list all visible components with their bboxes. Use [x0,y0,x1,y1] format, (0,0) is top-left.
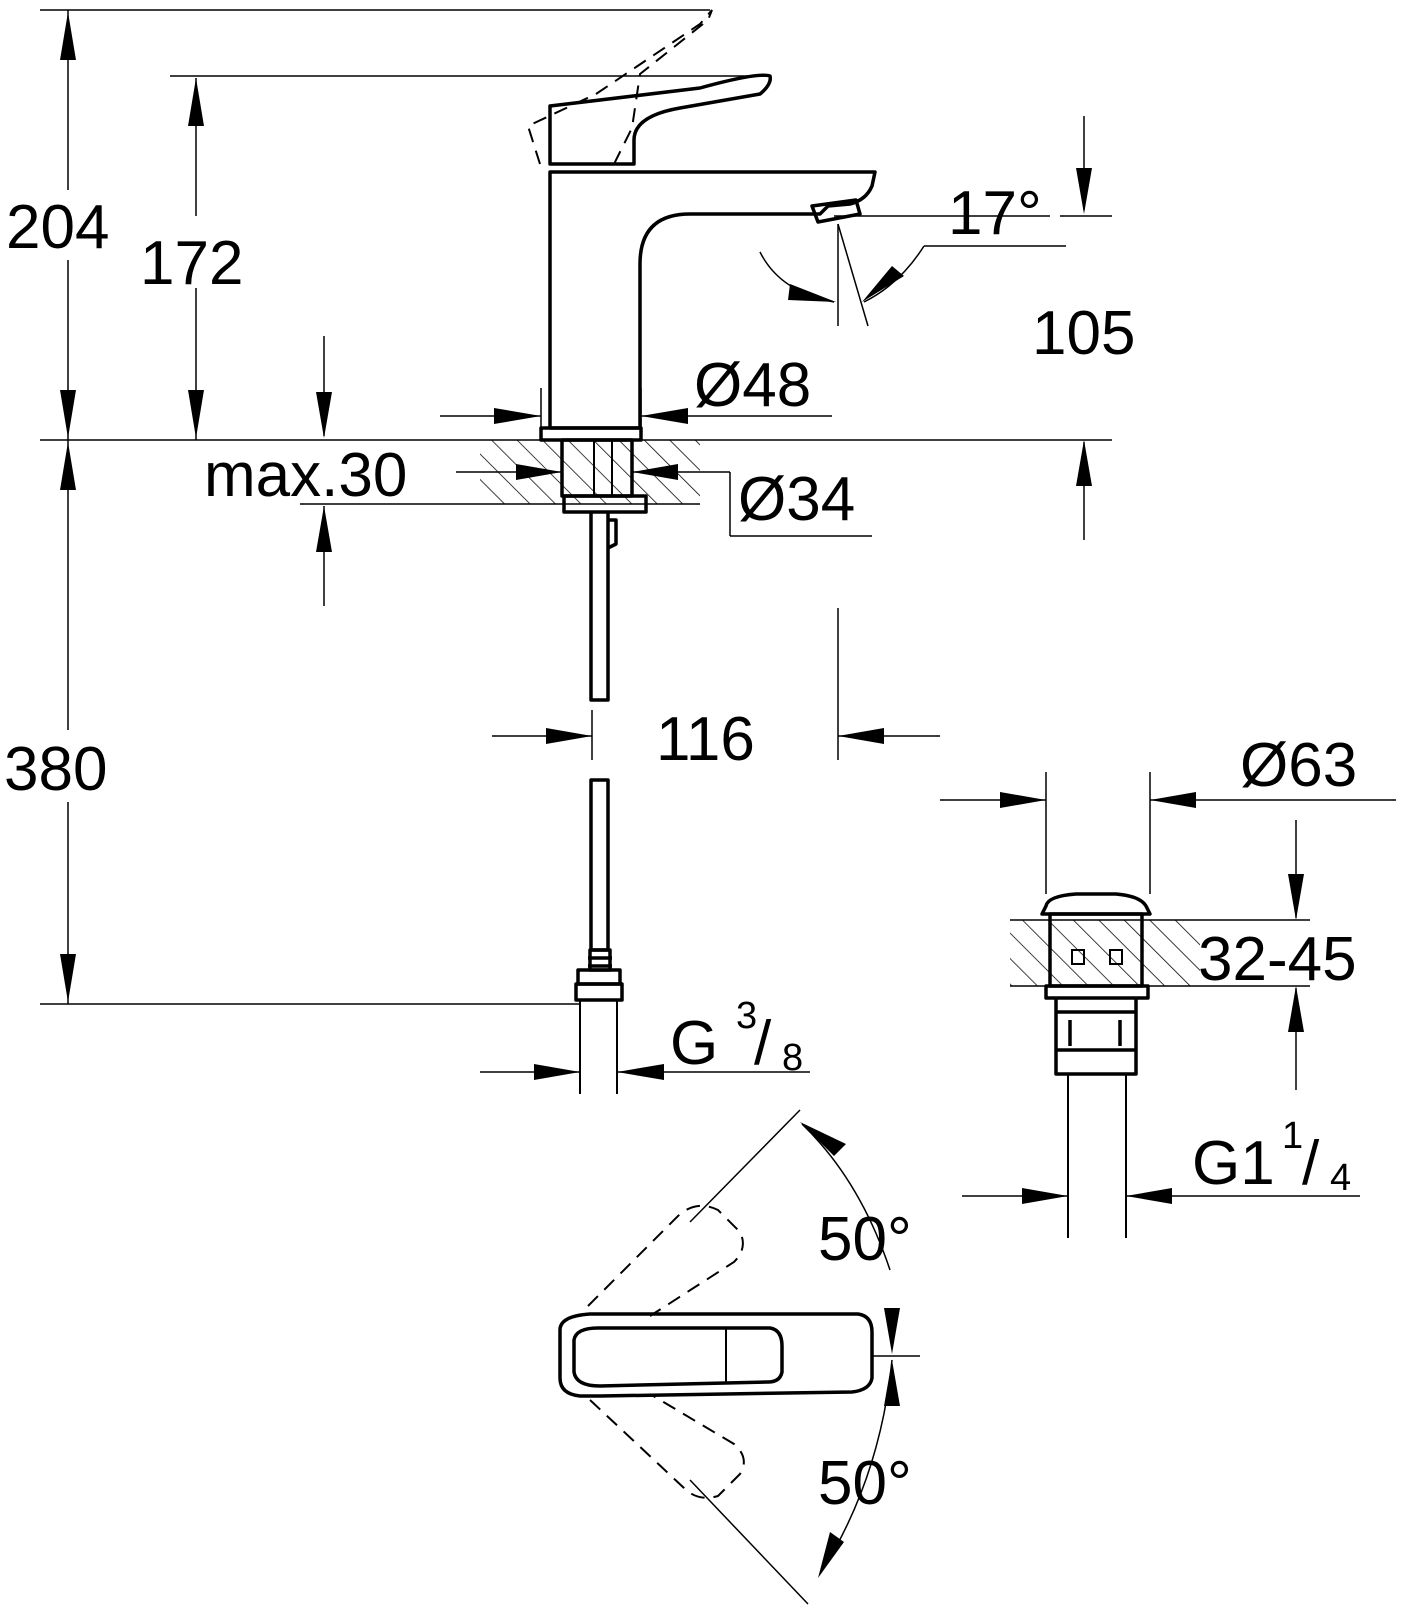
lever [548,73,773,166]
label-max30: max.30 [204,441,407,510]
label-116: 116 [656,705,755,774]
svg-text:G: G [670,1009,718,1078]
svg-text:G1: G1 [1192,1129,1275,1198]
faucet-side-view [480,9,877,1094]
label-g38: G 3 / 8 [670,995,803,1079]
label-380: 380 [4,735,107,804]
label-g1-14: G1 1 / 4 [1192,1115,1351,1199]
base-ring [539,426,643,442]
faucet-body [548,170,877,430]
dimension-labels: 204 172 17° 105 Ø48 max.30 Ø34 380 116 Ø… [4,179,1357,1518]
hose-lower [589,778,610,952]
lever-top-solid [558,1312,874,1398]
label-d48: Ø48 [694,351,811,420]
lever-top-rotated-up [587,1204,744,1317]
aerator [810,198,862,224]
label-204: 204 [6,193,109,262]
svg-text:1: 1 [1282,1115,1303,1157]
lever-top-view [558,1204,874,1499]
label-d63: Ø63 [1240,731,1357,800]
label-50-deg-up: 50° [818,1205,912,1274]
svg-text:/: / [754,1009,772,1078]
waste-body [1054,998,1138,1076]
label-105: 105 [1032,299,1135,368]
dimension-lines [40,9,1396,1605]
waste-side-view [1010,892,1200,1238]
svg-text:8: 8 [782,1037,803,1079]
lever-top-rotated-down [589,1393,745,1499]
lever-raised-outline [526,9,713,165]
hose-nut [574,982,624,1002]
label-d34: Ø34 [738,465,855,534]
label-17-deg: 17° [948,179,1042,248]
label-172: 172 [140,229,243,298]
waste-cap [1040,892,1152,916]
label-50-deg-down: 50° [818,1449,912,1518]
svg-text:/: / [1302,1129,1320,1198]
hose-upper [589,512,610,702]
svg-text:4: 4 [1330,1157,1351,1199]
label-32-45: 32-45 [1198,925,1357,994]
svg-text:3: 3 [736,995,757,1037]
